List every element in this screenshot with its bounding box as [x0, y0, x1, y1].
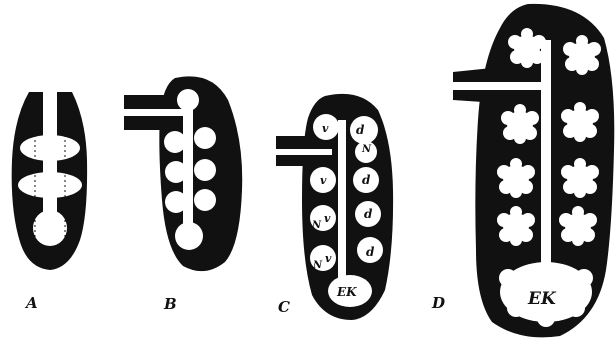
panel-b-duct-lumen [124, 109, 188, 116]
panel-b-bud-2r [194, 159, 216, 181]
panel-c-label-v-mid: v [320, 174, 327, 187]
panel-a-pouch-3 [33, 210, 67, 246]
panel-c-label-d-low: d [366, 245, 375, 259]
panel-d-central-lumen [541, 40, 551, 276]
panel-b-bud-2l [165, 161, 187, 183]
panel-b-bud-3r [194, 189, 216, 211]
panel-b-structure [124, 76, 242, 271]
panel-b-bud-3l [165, 191, 187, 213]
panel-a-pouch-1 [20, 135, 80, 161]
panel-d-structure: EK [453, 4, 614, 337]
panel-c-label-n-low: N [312, 260, 323, 271]
panel-a-structure [12, 88, 87, 270]
panel-c-label-ek: EK [336, 285, 357, 299]
panel-c-structure: v d N v d N v d N v d EK [276, 94, 393, 320]
panel-b-bud-bottom [175, 222, 203, 250]
panel-d-duct-lumen [453, 82, 545, 90]
panel-a-pouch-2 [18, 172, 82, 198]
panel-c-label-n-upper: N [361, 144, 372, 155]
panel-c-label-v-mid2: v [324, 212, 331, 225]
panel-b-bud-1l [164, 131, 186, 153]
panel-d-label-ek: EK [527, 289, 557, 309]
panel-c-label-d-mid: d [362, 173, 371, 187]
panel-b-bud-1r [194, 127, 216, 149]
panel-c-central-lumen [338, 120, 346, 285]
panel-c-label-v-low: v [325, 252, 332, 265]
panel-b-bud-top [177, 89, 199, 111]
panel-label-d: D [432, 296, 445, 311]
panel-c-label-d-mid2: d [364, 207, 373, 221]
panel-c-label-v-upper: v [322, 122, 329, 135]
panel-c-label-n-mid: N [311, 220, 322, 231]
panel-label-c: C [278, 300, 290, 315]
panel-c-label-d-upper: d [356, 123, 365, 137]
panel-label-b: B [164, 297, 177, 312]
panel-c-duct-lumen [276, 149, 332, 155]
panel-label-a: A [26, 296, 38, 311]
